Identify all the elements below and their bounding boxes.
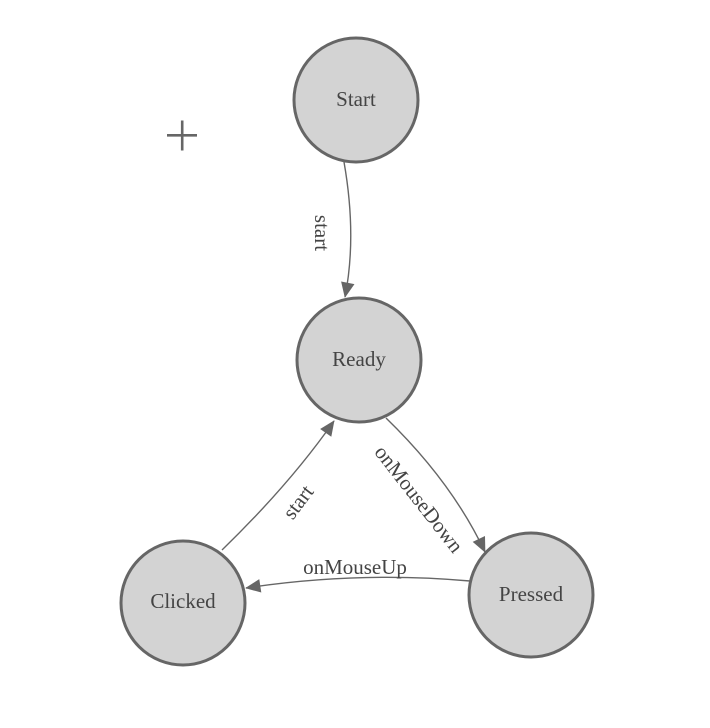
node-circle[interactable]	[295, 296, 423, 424]
edge-path[interactable]	[385, 417, 486, 553]
edge-path[interactable]	[245, 576, 471, 593]
edge-clicked-to-ready[interactable]: start	[221, 420, 335, 551]
node-circle[interactable]	[292, 36, 420, 164]
edge-path[interactable]	[221, 420, 335, 551]
node-start[interactable]: Start	[292, 36, 420, 164]
edge-label: start	[278, 480, 319, 523]
node-circle[interactable]	[119, 539, 247, 667]
edge-label: start	[310, 215, 334, 251]
edge-ready-to-pressed[interactable]: onMouseDown	[370, 417, 486, 558]
node-label: Ready	[332, 347, 386, 371]
edge-path[interactable]	[341, 161, 355, 298]
crosshair-icon	[167, 120, 197, 151]
edge-label: onMouseUp	[303, 555, 407, 579]
node-circle[interactable]	[467, 531, 595, 659]
node-label: Clicked	[150, 589, 216, 613]
node-ready[interactable]: Ready	[295, 296, 423, 424]
edge-start-to-ready[interactable]: start	[310, 161, 355, 298]
node-pressed[interactable]: Pressed	[467, 531, 595, 659]
edge-label: onMouseDown	[370, 441, 469, 558]
node-label: Start	[336, 87, 376, 111]
edge-pressed-to-clicked[interactable]: onMouseUp	[245, 555, 471, 593]
node-label: Pressed	[499, 582, 564, 606]
node-clicked[interactable]: Clicked	[119, 539, 247, 667]
